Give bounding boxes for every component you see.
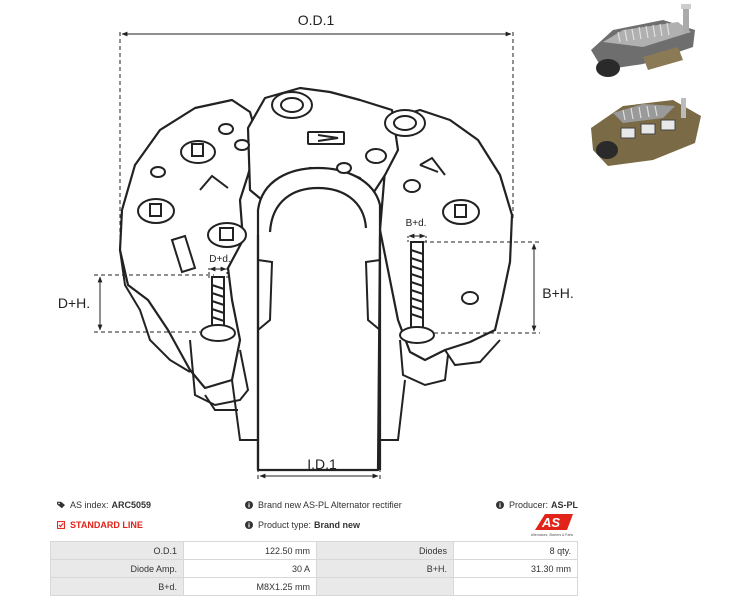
as-index: AS index: ARC5059 xyxy=(57,500,151,510)
dd-label: D+d. xyxy=(209,254,230,265)
spec-label: O.D.1 xyxy=(50,541,184,560)
product-type-label: Product type: xyxy=(258,520,312,530)
table-row: Diode Amp. 30 A B+H. 31.30 mm xyxy=(50,559,578,578)
as-pl-logo: AS Alternators, Starters & Parts xyxy=(531,514,574,537)
check-square-icon xyxy=(57,521,65,529)
spec-label: B+d. xyxy=(50,577,184,596)
description-text: Brand new AS-PL Alternator rectifier xyxy=(258,500,402,510)
spec-value xyxy=(453,577,578,596)
producer-label: Producer: xyxy=(509,500,549,510)
spec-label: B+H. xyxy=(316,559,454,578)
product-type: Product type: Brand new xyxy=(245,520,360,530)
b-bolt xyxy=(410,241,424,335)
spec-value: 8 qty. xyxy=(453,541,578,560)
spec-label: Diodes xyxy=(316,541,454,560)
logo-mark: AS xyxy=(541,515,560,530)
bh-label: B+H. xyxy=(542,285,574,301)
as-index-value: ARC5059 xyxy=(111,500,152,510)
product-description: Brand new AS-PL Alternator rectifier xyxy=(245,500,402,510)
id-label: I.D.1 xyxy=(307,456,337,472)
product-photo-bottom xyxy=(591,98,701,166)
dh-label: D+H. xyxy=(58,295,90,311)
spec-value: 31.30 mm xyxy=(453,559,578,578)
as-index-label: AS index: xyxy=(70,500,109,510)
center-arch xyxy=(256,166,382,472)
spec-value: M8X1.25 mm xyxy=(183,577,317,596)
spec-value: 122.50 mm xyxy=(183,541,317,560)
od-label: O.D.1 xyxy=(298,12,335,28)
standard-line-label: STANDARD LINE xyxy=(70,520,143,530)
rectifier-technical-drawing: O.D.1 I.D.1 D+H. B+H. B+d. D+d. xyxy=(58,12,574,482)
tag-icon xyxy=(57,501,65,509)
specification-table: O.D.1 122.50 mm Diodes 8 qty. Diode Amp.… xyxy=(50,541,578,596)
standard-line: STANDARD LINE xyxy=(57,520,143,530)
producer: Producer: AS-PL xyxy=(496,500,578,510)
info-icon xyxy=(245,521,253,529)
info-icon xyxy=(496,501,504,509)
producer-value: AS-PL xyxy=(551,500,579,510)
spec-label xyxy=(316,577,454,596)
logo-tagline: Alternators, Starters & Parts xyxy=(531,533,574,537)
product-type-value: Brand new xyxy=(314,520,361,530)
table-row: B+d. M8X1.25 mm xyxy=(50,577,578,596)
spec-label: Diode Amp. xyxy=(50,559,184,578)
spec-value: 30 A xyxy=(183,559,317,578)
info-icon xyxy=(245,501,253,509)
table-row: O.D.1 122.50 mm Diodes 8 qty. xyxy=(50,541,578,560)
product-photo-top xyxy=(591,4,695,77)
bd-label: B+d. xyxy=(406,218,427,229)
